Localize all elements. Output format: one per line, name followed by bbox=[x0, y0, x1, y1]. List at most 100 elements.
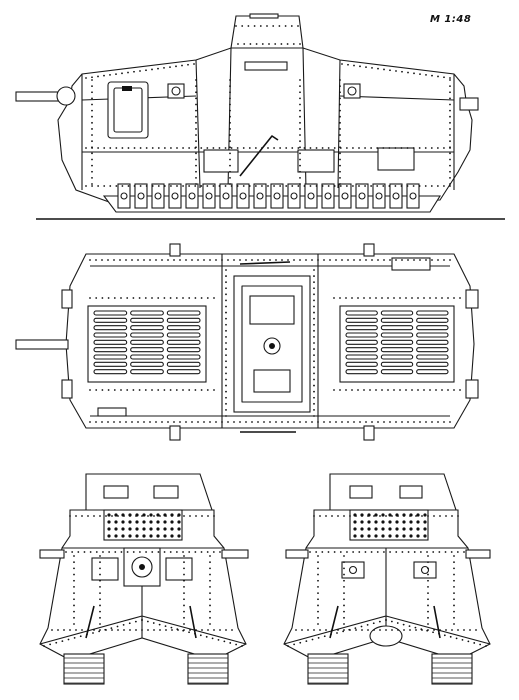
rivet bbox=[455, 637, 458, 640]
rivet bbox=[355, 629, 357, 631]
rivet bbox=[311, 638, 314, 641]
grille-dot bbox=[423, 513, 427, 517]
rivet bbox=[95, 421, 97, 423]
road-wheel bbox=[324, 192, 332, 200]
grille-slat bbox=[93, 347, 128, 353]
rivet bbox=[255, 43, 258, 45]
grille-dot bbox=[142, 513, 146, 517]
grille-dot bbox=[381, 527, 385, 531]
rivet bbox=[317, 586, 319, 588]
rivet bbox=[121, 72, 123, 75]
grille-dot bbox=[163, 520, 167, 524]
top-rivets bbox=[89, 259, 461, 423]
rivet bbox=[313, 366, 315, 369]
rivet bbox=[89, 389, 91, 391]
rivet bbox=[343, 629, 345, 631]
rivet bbox=[365, 66, 367, 69]
rivet bbox=[135, 629, 137, 631]
road-wheel bbox=[154, 192, 162, 200]
rivet bbox=[449, 176, 451, 179]
rivet bbox=[449, 164, 451, 167]
rivet bbox=[188, 551, 191, 553]
rivet bbox=[449, 635, 452, 638]
rivet bbox=[114, 551, 117, 553]
rivet bbox=[341, 63, 343, 65]
grille-dot bbox=[388, 534, 392, 538]
front-track-lines bbox=[64, 657, 228, 684]
grille-slat bbox=[380, 361, 414, 367]
rivet bbox=[213, 629, 215, 631]
rivet bbox=[339, 152, 341, 155]
grille-slat bbox=[130, 339, 164, 345]
rivet bbox=[437, 421, 439, 423]
front-rivets bbox=[43, 515, 243, 647]
rivet bbox=[272, 25, 275, 27]
grille-slat bbox=[380, 310, 414, 316]
rivet bbox=[383, 259, 385, 261]
rivet bbox=[299, 103, 301, 106]
road-wheel bbox=[120, 192, 128, 200]
rivet bbox=[63, 629, 65, 631]
rivet bbox=[89, 421, 91, 423]
rivet bbox=[313, 360, 315, 363]
rivet bbox=[101, 297, 104, 299]
grille-left-slats bbox=[93, 310, 201, 375]
grille-dot bbox=[163, 534, 167, 538]
rivet bbox=[153, 629, 155, 631]
rivet bbox=[248, 185, 251, 187]
front-side-mg-right bbox=[221, 549, 249, 559]
rivet bbox=[197, 421, 199, 423]
rivet bbox=[229, 103, 231, 106]
rivet bbox=[375, 389, 377, 391]
rivet bbox=[456, 551, 459, 553]
rivet bbox=[313, 372, 315, 375]
rivet bbox=[203, 259, 205, 261]
rivet bbox=[299, 91, 301, 94]
rivet bbox=[377, 259, 379, 261]
rivet bbox=[91, 76, 93, 79]
grille-dot bbox=[374, 520, 378, 524]
rivet bbox=[266, 25, 268, 27]
front-view bbox=[39, 473, 249, 685]
rivet bbox=[113, 297, 116, 299]
rivet bbox=[229, 128, 231, 130]
rivet bbox=[412, 185, 415, 187]
rivet bbox=[73, 598, 75, 601]
rivet bbox=[151, 389, 153, 391]
rivet bbox=[441, 297, 443, 299]
rivet bbox=[141, 619, 143, 621]
rivet bbox=[351, 389, 353, 391]
rivet bbox=[209, 561, 211, 564]
rivet bbox=[345, 147, 348, 149]
rivet bbox=[117, 629, 119, 631]
side-door bbox=[107, 81, 149, 139]
rivet bbox=[151, 68, 153, 71]
rivet bbox=[432, 631, 434, 634]
grille-slat bbox=[93, 369, 128, 375]
rivet bbox=[391, 515, 393, 517]
rivet bbox=[73, 586, 75, 588]
rivet bbox=[115, 185, 118, 187]
rivet bbox=[293, 421, 295, 423]
rivet bbox=[209, 616, 211, 619]
rivet bbox=[147, 629, 149, 631]
hull-panel-seams bbox=[195, 47, 341, 191]
rivet bbox=[126, 389, 129, 391]
rivet bbox=[395, 259, 397, 261]
front-plate-left bbox=[91, 557, 119, 581]
road-wheel bbox=[137, 192, 145, 200]
grille-dot bbox=[402, 534, 406, 538]
rivet bbox=[195, 629, 197, 631]
grille-dot bbox=[107, 520, 111, 524]
rivet bbox=[195, 97, 197, 100]
grille-dot bbox=[374, 513, 378, 517]
rivet bbox=[230, 185, 233, 187]
rivet bbox=[155, 259, 157, 261]
grille-dot bbox=[409, 520, 413, 524]
rivet bbox=[299, 43, 301, 45]
rivet bbox=[85, 147, 87, 149]
rivet bbox=[200, 551, 203, 553]
grille-slat bbox=[345, 317, 378, 323]
rivet bbox=[453, 598, 455, 601]
rivet bbox=[117, 515, 119, 517]
